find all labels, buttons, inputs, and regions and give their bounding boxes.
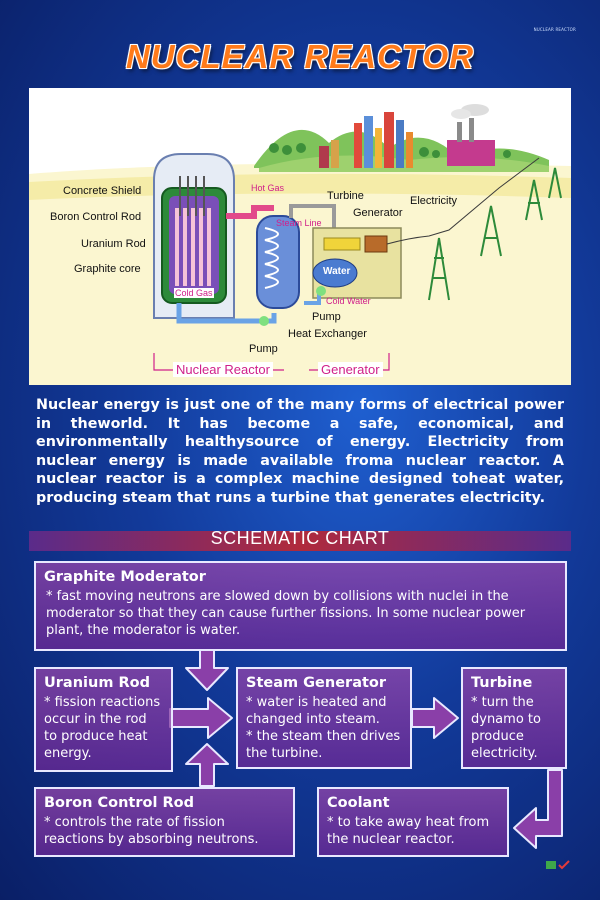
city-buildings [319,112,413,168]
label-generator-section: Generator [318,362,383,377]
power-line [386,157,540,245]
box-coolant-title: Coolant [327,795,390,811]
corner-tag: NUCLEAR REACTOR [533,27,576,32]
box-boron-control-rod: Boron Control Rod * controls the rate of… [34,787,295,857]
arrow-boron-up [185,743,229,787]
box-steam-generator: Steam Generator * water is heated and ch… [236,667,412,769]
box-turbine-body: * turn the dynamo to produce electricity… [471,695,541,761]
label-concrete-shield: Concrete Shield [63,185,142,197]
heat-coil [264,227,279,289]
box-coolant-body: * to take away heat from the nuclear rea… [327,815,490,847]
trees [269,143,511,158]
arrow-moderator-down [185,649,229,691]
intro-paragraph: Nuclear energy is just one of the many f… [36,397,564,506]
turbine-shape [323,237,361,251]
label-cold-gas: Cold Gas [174,288,214,298]
arrow-turbine-to-coolant [513,769,563,849]
label-water: Water [323,266,351,277]
reactor-diagram-svg [29,88,571,385]
control-rods [179,176,205,216]
page-title: NUCLEAR REACTOR [125,38,475,75]
box-steam-generator-title: Steam Generator [246,675,387,691]
label-steam-line: Steam Line [276,218,322,228]
label-generator: Generator [353,207,403,219]
box-coolant: Coolant * to take away heat from the nuc… [317,787,509,857]
cold-gas-pipe [176,303,277,324]
box-steam-generator-body-1: * water is heated and changed into steam… [246,695,387,727]
hot-gas-pipe [226,205,274,219]
box-graphite-moderator-title: Graphite Moderator [44,569,206,585]
pylons [428,167,562,301]
label-graphite-core: Graphite core [74,263,141,275]
label-turbine: Turbine [327,190,364,202]
uranium-rods [175,208,211,286]
label-nuclear-reactor-section: Nuclear Reactor [173,362,273,377]
box-graphite-moderator-body: * fast moving neutrons are slowed down b… [46,589,526,638]
label-pump-bottom: Pump [249,343,278,355]
label-heat-exchanger: Heat Exchanger [288,328,367,340]
box-uranium-rod: Uranium Rod * fission reactions occur in… [34,667,173,772]
pump-bottom-icon [259,316,269,326]
heat-exchanger-shape [256,215,300,309]
box-boron-control-rod-title: Boron Control Rod [44,795,194,811]
label-pump-right: Pump [312,311,341,323]
label-hot-gas: Hot Gas [251,183,285,193]
box-uranium-rod-title: Uranium Rod [44,675,150,691]
box-boron-control-rod-body: * controls the rate of fission reactions… [44,815,259,847]
generator-shape [364,235,388,253]
arrow-steam-to-turbine [411,697,459,739]
box-steam-generator-body-2: * the steam then drives the turbine. [246,729,401,761]
label-boron-control-rod: Boron Control Rod [50,211,142,223]
label-uranium-rod: Uranium Rod [81,238,146,250]
arrow-uranium-to-steam [169,697,233,739]
box-graphite-moderator: Graphite Moderator * fast moving neutron… [34,561,567,651]
box-turbine: Turbine * turn the dynamo to produce ele… [461,667,567,769]
factory [447,104,495,166]
water-tank [312,258,358,288]
schematic-heading-bar [29,531,571,551]
publisher-logo [546,860,570,870]
label-cold-water: Cold Water [326,296,371,306]
label-electricity: Electricity [410,195,458,207]
box-uranium-rod-body: * fission reactions occur in the rod to … [44,695,161,761]
steam-line-pipe [289,204,336,238]
reactor-diagram: Concrete Shield Boron Control Rod Uraniu… [29,88,571,385]
schematic-heading: SCHEMATIC CHART [210,528,390,548]
pump-right-icon [316,286,326,296]
box-turbine-title: Turbine [471,675,533,691]
